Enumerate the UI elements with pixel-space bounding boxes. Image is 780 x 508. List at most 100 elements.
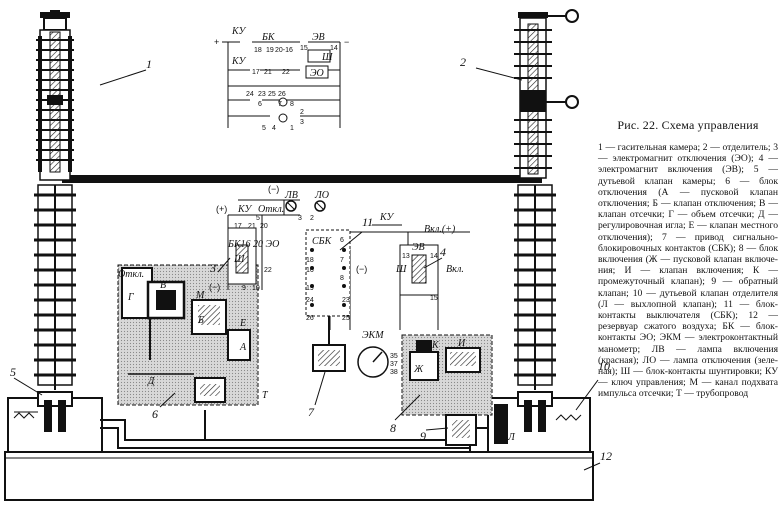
ctrl-vkl-key: Вкл.(+) [424,224,456,235]
top-busbar [62,175,542,183]
mini-ku1: КУ [231,26,247,37]
block-g: Г [127,292,134,303]
callout-2: 2 [460,55,466,69]
ctrl-minus-top: (−) [268,184,279,194]
signal-lamps [285,200,326,212]
air-pipelines [100,410,488,452]
ctrl-k17: 17 [234,223,242,230]
mini-c25: 25 [268,91,276,98]
mini-c18: 18 [254,47,262,54]
blast-valve-right [487,391,591,453]
ctrl-k2: 2 [310,215,314,222]
lamp-lv-label: ЛВ [284,190,298,201]
sbk-drive [312,310,346,372]
mini-sh: Ш [321,52,333,63]
mini-bk: БК [261,32,276,43]
ctrl-k10: 10 [252,285,260,292]
mini-c8: 8 [290,101,294,108]
callout-leaders [13,67,601,471]
ctrl-k26: 26 [306,315,314,322]
ctrl-k23: 23 [342,297,350,304]
callout-6: 6 [152,407,158,421]
block-l: Л [507,432,516,443]
ctrl-k21: 21 [248,223,256,230]
ctrl-minus-left: (−) [209,282,220,292]
mini-c21: 21 [264,69,272,76]
ctrl-ku-left: КУ [237,204,253,215]
mini-c22: 22 [282,69,290,76]
ctrl-bk-eo: БК16 20 ЭО [227,239,279,250]
callout-12: 12 [600,449,612,463]
block-zh: Ж [413,364,424,375]
ctrl-sbk: СБК [312,236,333,247]
block-k: К [431,340,440,351]
sbk-contact-block [305,229,351,317]
close-coil-box [399,244,439,296]
ctrl-k8: 8 [340,275,344,282]
mini-c5: 5 [262,125,266,132]
ctrl-k5: 5 [256,215,260,222]
ctrl-k35: 35 [390,353,398,360]
ctrl-k38: 38 [390,369,398,376]
ctrl-vkl-label: Вкл. [446,264,464,275]
mini-c15: 15 [300,45,308,52]
ctrl-k16: 16 [306,267,314,274]
ctrl-k15: 15 [430,295,438,302]
mini-c6: 6 [258,101,262,108]
block-v: В [160,280,166,291]
mini-c20: 20-16 [275,47,293,54]
callout-11: 11 [362,215,373,229]
ctrl-k37: 37 [390,361,398,368]
callout-3: 3 [209,261,216,275]
close-block [401,334,493,416]
callout-1: 1 [146,57,152,71]
left-insulator-column [34,10,76,390]
mini-eo: ЭО [310,68,324,79]
mini-schematic [222,41,341,128]
mini-c2: 2 [300,109,304,116]
figure-caption: Рис. 22. Схема управле­ния 1 — гасительн… [598,118,778,400]
lamp-lo-label: ЛО [314,190,329,201]
callout-5: 5 [10,365,16,379]
mini-minus: − [344,37,349,47]
ctrl-k3: 3 [298,215,302,222]
caption-title: Рис. 22. Схема управле­ния [617,118,759,132]
ctrl-k19: 19 [306,285,314,292]
ctrl-k22: 22 [264,267,272,274]
block-e: Е [239,318,246,329]
trip-coil-box [227,227,257,285]
mini-c24: 24 [246,91,254,98]
ctrl-k18: 18 [306,257,314,264]
air-reservoir [4,451,594,501]
ctrl-k20: 20 [260,223,268,230]
callout-4: 4 [440,245,446,259]
block-m: М [195,290,205,301]
ctrl-otkl-key: Откл. [258,204,284,215]
mini-plus: + [214,37,219,47]
mini-ev: ЭВ [312,32,325,43]
block-t: Т [262,390,269,401]
callout-8: 8 [390,421,396,435]
block-a: А [239,342,247,353]
callout-9: 9 [420,429,426,443]
block-d: Д [147,376,155,387]
ctrl-ekm: ЭКМ [362,330,384,341]
block-i: И [457,338,466,349]
block-b: Б [197,315,204,326]
ctrl-k13: 13 [402,253,410,260]
mini-c7: 7 [278,101,282,108]
mini-c23: 23 [258,91,266,98]
mini-c4: 4 [272,125,276,132]
ctrl-ku-right: КУ [379,212,395,223]
trip-block [117,264,259,406]
mini-c1: 1 [290,125,294,132]
mini-c3: 3 [300,119,304,126]
check-valve [445,414,477,446]
ctrl-k6: 6 [340,237,344,244]
caption-legend: 1 — гасительная камера; 2 — отделитель; … [598,142,778,400]
mini-c17: 17 [252,69,260,76]
mini-c14: 14 [330,45,338,52]
ctrl-k9: 9 [242,285,246,292]
ctrl-sh-right: Ш [395,264,407,275]
